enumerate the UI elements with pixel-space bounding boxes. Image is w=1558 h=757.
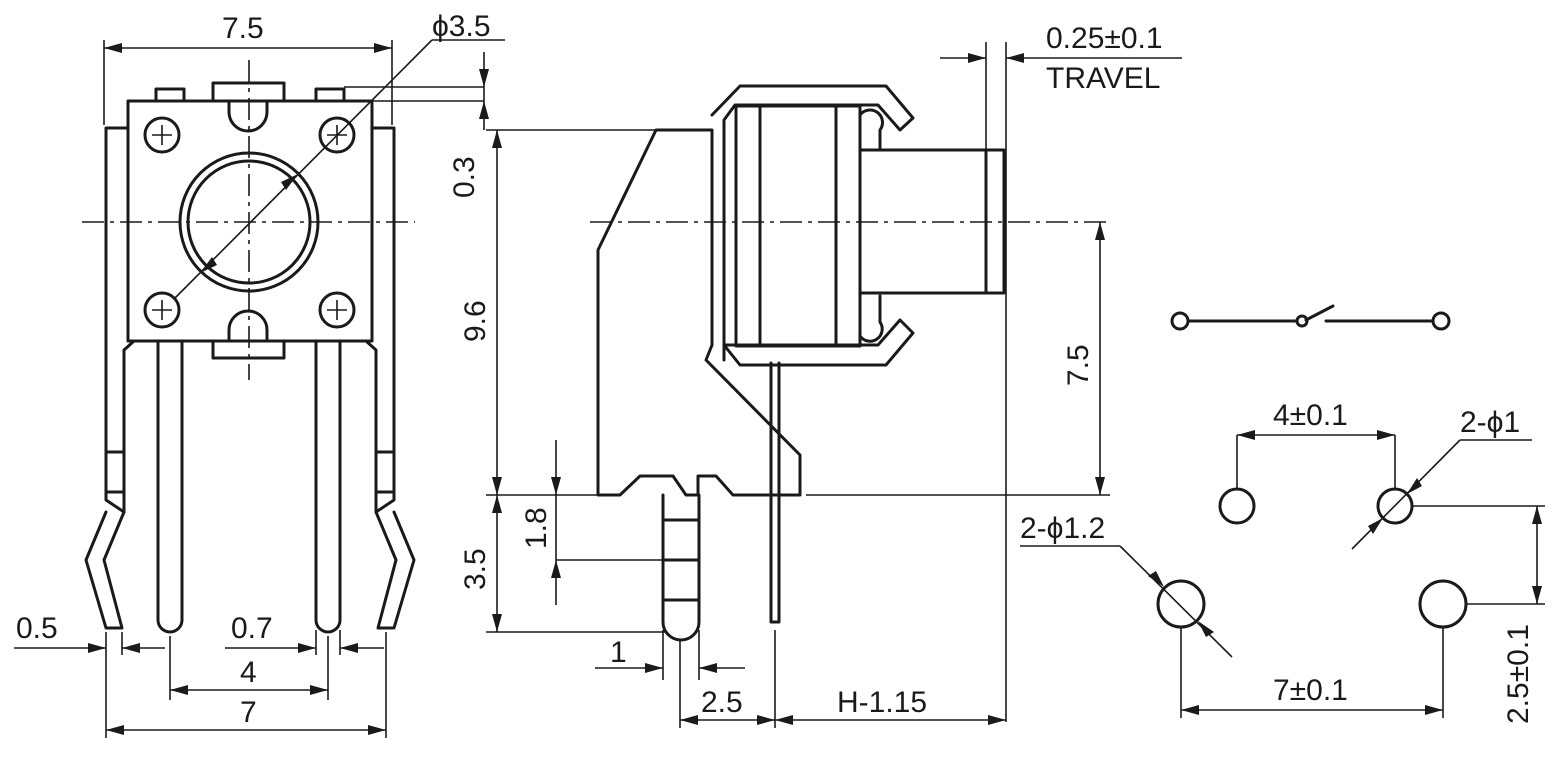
dimension-labels: 7.5 ϕ3.5 0.25±0.1 TRAVEL 0.3 9.6 7.5 1.8… (16, 10, 1535, 729)
pin-right (314, 339, 342, 634)
label-pcb-small-holes: 2-ϕ1 (1460, 406, 1520, 439)
terminal-left (1170, 311, 1190, 331)
thin-lead (769, 361, 781, 624)
label-pcb-large-holes: 2-ϕ1.2 (1020, 512, 1105, 545)
label-lead-width: 0.7 (231, 612, 273, 645)
side-view (479, 42, 1182, 728)
frame-right (370, 126, 396, 514)
label-pcb-pitch-x: 4±0.1 (1273, 399, 1348, 432)
pcb-hole-large-left (1156, 579, 1206, 629)
bottom-notch (227, 309, 269, 343)
front-view (14, 39, 505, 738)
bump-top (858, 108, 884, 152)
label-lead-offset: 2.5 (701, 686, 743, 719)
top-tab-left (154, 87, 186, 103)
terminal-right (1431, 311, 1451, 331)
label-standoff-height: 1.8 (520, 507, 553, 549)
side-housing (596, 128, 802, 497)
label-total-height: 9.6 (459, 300, 492, 342)
bump-bottom (858, 294, 884, 343)
frame-bracket-bottom (722, 318, 915, 367)
label-body-width: 7.5 (222, 12, 264, 45)
label-center-height: 7.5 (1062, 344, 1095, 386)
switch-schematic (1170, 304, 1451, 331)
pcb-hole-large-right (1418, 579, 1468, 629)
label-lead-thickness: 0.5 (16, 612, 58, 645)
frame-left (104, 126, 130, 514)
pcb-hole-small-left (1218, 487, 1256, 525)
bent-leg-right (374, 510, 416, 630)
top-tab-right (314, 87, 346, 103)
screw-bottom-right (318, 291, 356, 329)
switch-contact (1304, 304, 1335, 322)
label-pcb-large-pitch: 7±0.1 (1273, 674, 1348, 707)
pin-left (156, 339, 184, 634)
label-travel-value: 0.25±0.1 (1046, 22, 1163, 55)
pcb-footprint (1020, 430, 1545, 718)
label-travel-word: TRAVEL (1046, 62, 1160, 95)
frame-bracket-top (710, 84, 915, 362)
label-pin-pitch: 4 (240, 656, 257, 689)
plunger (858, 148, 1006, 295)
label-cap-diameter: ϕ3.5 (432, 10, 491, 43)
switch-block (734, 104, 862, 348)
locating-peg (661, 493, 701, 642)
screw-top-left (143, 116, 181, 154)
label-frame-span: 7 (240, 696, 257, 729)
top-tab-center (211, 81, 286, 103)
top-notch (227, 99, 269, 133)
label-top-gap: 0.3 (448, 156, 481, 198)
label-peg-width: 1 (610, 636, 627, 669)
label-overhang: H-1.15 (837, 686, 927, 719)
screw-bottom-left (143, 291, 181, 329)
frame-bottom (122, 339, 378, 514)
bent-leg-left (84, 510, 126, 630)
label-lead-length: 3.5 (459, 548, 492, 590)
label-pcb-row-offset: 2.5±0.1 (1502, 624, 1535, 724)
